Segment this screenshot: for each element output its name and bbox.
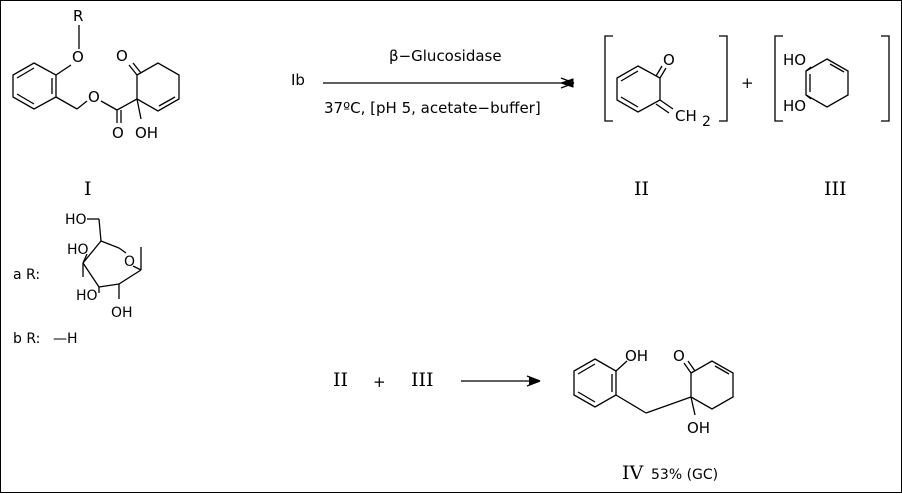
glucose-ho-left: HO	[67, 242, 89, 258]
reaction-1-plus: +	[741, 74, 754, 92]
reaction-1-conditions: 37ºC, [pH 5, acetate−buffer]	[324, 99, 541, 117]
compound-iv-o: O	[673, 347, 685, 365]
glucose-ho-bottom-left: HO	[76, 288, 98, 304]
reaction-2-plus: +	[373, 373, 386, 391]
compound-i-ester-o: O	[88, 88, 100, 106]
compound-i-r-label: R	[73, 7, 83, 25]
glucose-ho-top: HO	[65, 212, 87, 228]
compound-i-structure: R O O O O OH	[12, 7, 180, 142]
compound-i-label: I	[84, 178, 92, 200]
glucose-structure: HO O HO HO OH	[65, 212, 142, 321]
compound-iii-structure: HO HO	[774, 35, 890, 122]
compound-ii-sub: 2	[702, 114, 711, 130]
compound-iv-oh: OH	[687, 419, 710, 437]
compound-i-ether-o: O	[72, 48, 84, 66]
compound-iv-structure: OH O OH	[573, 347, 734, 437]
compound-i-oh: OH	[135, 124, 158, 142]
reaction-2-left: II	[333, 369, 348, 391]
compound-ii-structure: O CH 2	[604, 35, 728, 130]
reaction-2-right: III	[411, 369, 434, 391]
compound-i-carbonyl-o: O	[112, 124, 124, 142]
glucose-oh-bottom-right: OH	[111, 305, 133, 321]
glucose-ring-o: O	[124, 254, 135, 270]
compound-iii-ho-1: HO	[783, 51, 806, 69]
substituent-b-value: —H	[53, 331, 78, 347]
compound-ii-ch: CH	[675, 107, 697, 125]
compound-iv-phenol-oh: OH	[625, 347, 648, 365]
reactant-ib: Ib	[291, 71, 305, 89]
compound-iii-ho-2: HO	[783, 97, 806, 115]
reaction-1-catalyst: β−Glucosidase	[389, 47, 502, 65]
compound-iv-label: IV	[622, 462, 644, 484]
substituent-b-label: b R:	[13, 331, 40, 347]
compound-ii-label: II	[634, 178, 649, 200]
compound-i-ketone-o: O	[116, 47, 128, 65]
compound-iii-label: III	[824, 178, 847, 200]
compound-iv-yield: 53% (GC)	[651, 467, 718, 483]
substituent-a-label: a R:	[13, 267, 40, 283]
compound-ii-o: O	[663, 51, 675, 69]
